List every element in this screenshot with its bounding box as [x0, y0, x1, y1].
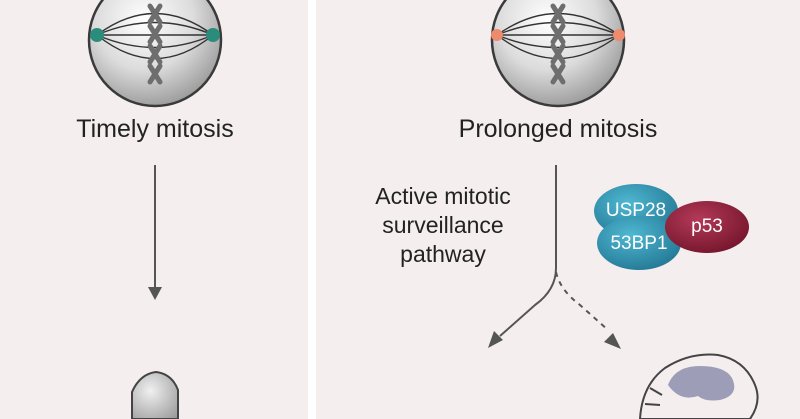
timely-mitosis-label: Timely mitosis: [76, 115, 234, 143]
p53-ellipse: [665, 201, 749, 253]
healthy-daughter-cell: [131, 370, 179, 419]
arrested-cell: [638, 353, 759, 419]
pathway-label-line: surveillance: [382, 212, 504, 238]
spindle-pole-right: [206, 28, 220, 42]
panel-divider: [308, 0, 316, 419]
pathway-label-line: pathway: [400, 241, 486, 267]
pathway-label-line: Active mitotic: [375, 183, 511, 209]
timely-mitotic-cell: [87, 0, 223, 108]
prolonged-mitotic-cell: [490, 0, 626, 108]
pathway-label: Active mitotic surveillance pathway: [368, 182, 518, 269]
timely-arrow: [148, 165, 162, 300]
p53-label: p53: [691, 216, 723, 237]
53bp1-ellipse: [597, 216, 681, 270]
53bp1-label: 53BP1: [610, 233, 668, 254]
spindle-pole-left: [90, 28, 104, 42]
spindle-pole-left: [491, 29, 503, 41]
prolonged-mitosis-label: Prolonged mitosis: [458, 115, 658, 143]
spindle-pole-right: [613, 29, 625, 41]
protein-complex: [594, 184, 749, 270]
usp28-label: USP28: [605, 200, 667, 221]
surveillance-branch-arrow: [488, 165, 621, 349]
nucleus: [668, 366, 735, 401]
chromosomes: [147, 3, 163, 85]
